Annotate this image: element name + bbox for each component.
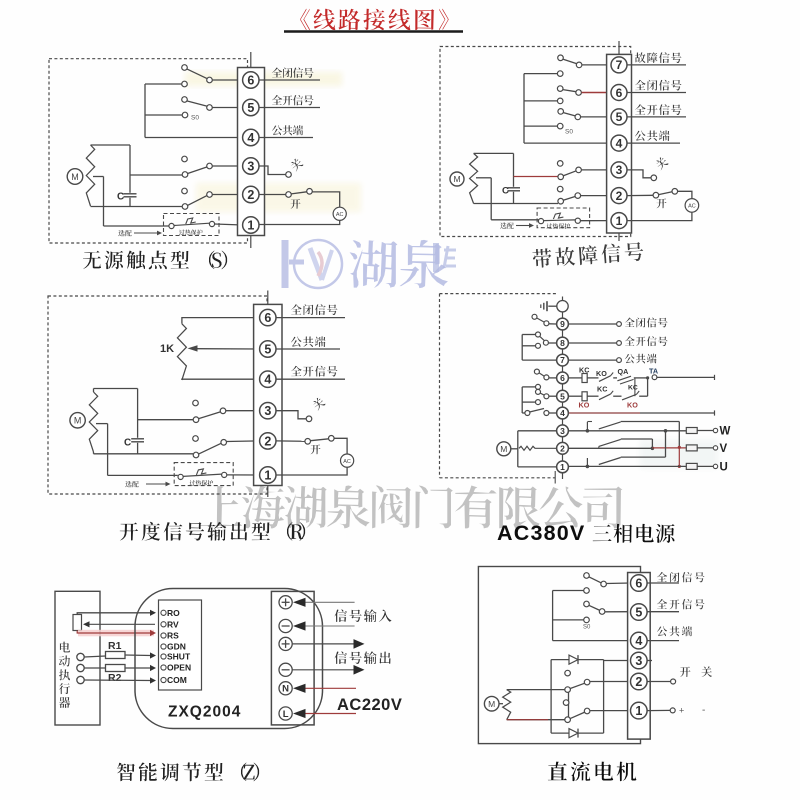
svg-text:3: 3 <box>635 654 642 668</box>
svg-text:C: C <box>124 438 131 449</box>
svg-text:M: M <box>500 444 507 454</box>
svg-text:M: M <box>71 172 79 182</box>
svg-text:TA: TA <box>649 366 658 375</box>
svg-text:9: 9 <box>560 319 565 329</box>
svg-text:4: 4 <box>264 373 271 387</box>
svg-text:3: 3 <box>560 426 565 436</box>
svg-text:S0: S0 <box>583 625 591 631</box>
svg-text:KO: KO <box>579 401 590 410</box>
svg-text:1: 1 <box>247 219 254 233</box>
svg-text:1: 1 <box>635 704 642 718</box>
svg-text:C: C <box>502 186 509 197</box>
svg-text:C: C <box>117 192 124 203</box>
svg-text:GDN: GDN <box>167 642 186 652</box>
svg-text:8: 8 <box>560 338 565 348</box>
svg-text:U: U <box>720 461 728 473</box>
svg-text:2: 2 <box>247 188 254 202</box>
svg-text:SHUT: SHUT <box>167 652 191 662</box>
svg-text:AC: AC <box>336 212 344 218</box>
svg-text:4: 4 <box>635 634 642 648</box>
svg-text:COM: COM <box>167 675 187 685</box>
svg-text:4: 4 <box>560 408 565 418</box>
svg-text:+: + <box>679 706 684 716</box>
svg-text:KC: KC <box>597 385 607 394</box>
svg-text:6: 6 <box>264 311 271 325</box>
svg-text:R1: R1 <box>108 640 122 652</box>
svg-text:KC: KC <box>579 365 589 374</box>
svg-text:2: 2 <box>264 434 271 448</box>
svg-text:-: - <box>702 705 705 716</box>
svg-text:AC: AC <box>688 204 696 210</box>
svg-text:7: 7 <box>560 355 565 365</box>
svg-text:S0: S0 <box>565 129 573 136</box>
svg-text:6: 6 <box>247 74 254 88</box>
svg-text:RO: RO <box>167 608 180 618</box>
svg-text:5: 5 <box>635 606 642 620</box>
svg-text:L: L <box>283 709 289 720</box>
svg-text:5: 5 <box>560 391 565 401</box>
svg-text:2: 2 <box>616 189 623 203</box>
svg-text:5: 5 <box>264 343 271 357</box>
svg-text:S0: S0 <box>191 115 199 122</box>
svg-text:ZXQ2004: ZXQ2004 <box>168 704 241 721</box>
svg-text:7: 7 <box>616 58 623 72</box>
svg-text:3: 3 <box>247 160 254 174</box>
svg-text:RS: RS <box>167 631 179 641</box>
svg-text:3: 3 <box>264 404 271 418</box>
svg-text:2: 2 <box>560 443 565 453</box>
svg-text:2: 2 <box>635 675 642 689</box>
svg-text:6: 6 <box>560 373 565 383</box>
svg-text:1: 1 <box>560 462 565 472</box>
svg-text:N: N <box>282 684 289 695</box>
svg-text:W: W <box>720 426 731 438</box>
svg-text:4: 4 <box>616 136 623 150</box>
svg-text:5: 5 <box>616 110 623 124</box>
svg-text:KO: KO <box>627 401 638 410</box>
svg-text:M: M <box>453 174 460 184</box>
svg-text:M: M <box>74 416 82 426</box>
svg-text:KO: KO <box>596 369 607 378</box>
svg-text:RV: RV <box>167 619 179 629</box>
svg-text:1: 1 <box>264 469 271 483</box>
svg-text:1: 1 <box>616 214 623 228</box>
svg-text:5: 5 <box>247 101 254 115</box>
svg-text:3: 3 <box>616 163 623 177</box>
svg-text:KC: KC <box>628 384 638 391</box>
svg-text:OPEN: OPEN <box>167 663 191 673</box>
svg-text:AC380V: AC380V <box>497 521 585 545</box>
svg-text:6: 6 <box>616 86 623 100</box>
svg-text:M: M <box>488 699 495 709</box>
svg-text:AC220V: AC220V <box>337 696 402 714</box>
svg-text:V: V <box>720 443 728 455</box>
svg-text:QA: QA <box>618 367 629 376</box>
svg-text:R2: R2 <box>108 672 122 684</box>
svg-text:4: 4 <box>247 131 254 145</box>
svg-text:AC: AC <box>343 459 351 465</box>
svg-text:6: 6 <box>635 577 642 591</box>
svg-text:1K: 1K <box>160 343 174 355</box>
